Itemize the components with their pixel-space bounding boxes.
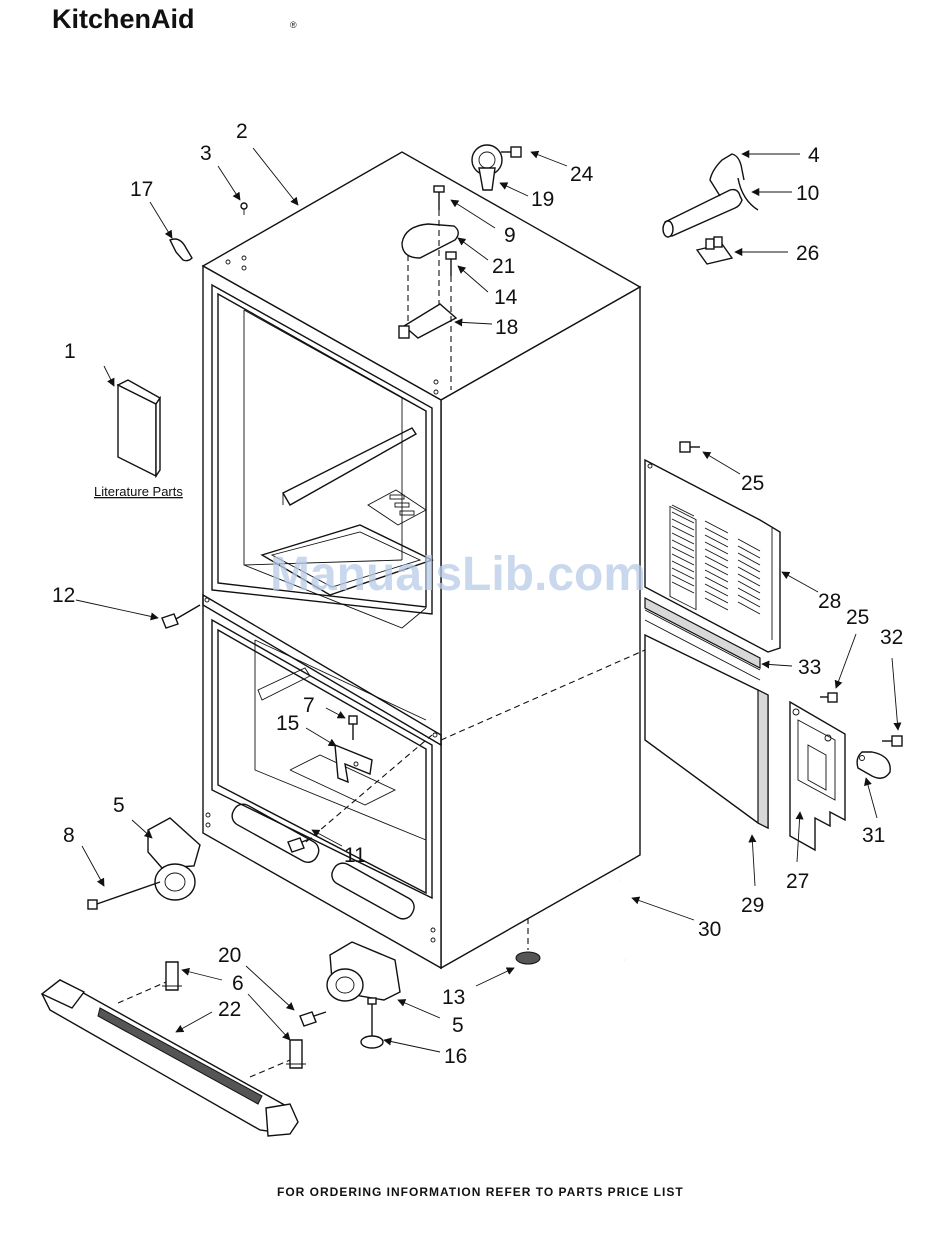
clip-26 [697, 237, 732, 264]
screw-25-bottom [820, 693, 837, 702]
callout-30: 30 [698, 918, 721, 941]
callout-24: 24 [570, 163, 594, 186]
literature-booklet [118, 380, 160, 476]
watermark: ManualsLib.com [270, 548, 646, 601]
callout-22: 22 [218, 998, 241, 1021]
literature-parts-label: Literature Parts [94, 484, 183, 499]
screw-32 [882, 736, 902, 746]
callout-31: 31 [862, 824, 885, 847]
callout-5-right: 5 [452, 1014, 464, 1037]
brand-logo: KitchenAid ® [52, 4, 297, 34]
clamp-31 [857, 752, 890, 778]
callout-12: 12 [52, 584, 75, 607]
control-bracket-27 [790, 702, 845, 850]
ordering-info-footer: FOR ORDERING INFORMATION REFER TO PARTS … [277, 1185, 684, 1199]
grille-clip-6-left [162, 962, 182, 990]
screw-24 [501, 147, 521, 157]
callout-11: 11 [344, 844, 366, 867]
insulation-panel-29 [645, 635, 768, 828]
callout-25-bottom: 25 [846, 606, 869, 629]
callout-28: 28 [818, 590, 841, 613]
front-roller-left-5 [148, 818, 200, 900]
callout-8: 8 [63, 824, 75, 847]
callout-14: 14 [494, 286, 518, 309]
callout-32: 32 [880, 626, 903, 649]
callout-19: 19 [531, 188, 554, 211]
callout-5-left: 5 [113, 794, 125, 817]
screw-20 [300, 1012, 326, 1026]
callout-9: 9 [504, 224, 516, 247]
callout-18: 18 [495, 316, 518, 339]
callout-29: 29 [741, 894, 764, 917]
heater-tube-10 [663, 190, 742, 237]
screw-12 [162, 605, 200, 628]
screw-25-top [680, 442, 700, 452]
callout-17: 17 [130, 178, 153, 201]
brand-registered-mark: ® [290, 20, 297, 30]
callout-21: 21 [492, 255, 515, 278]
screw-3 [241, 203, 247, 215]
door-closer-19 [472, 145, 502, 190]
foot-pad-13 [516, 952, 540, 964]
callout-3: 3 [200, 142, 212, 165]
callout-16: 16 [444, 1045, 467, 1068]
callout-26: 26 [796, 242, 819, 265]
callout-33: 33 [798, 656, 821, 679]
front-roller-right-5 [327, 942, 400, 1001]
callout-15: 15 [276, 712, 299, 735]
leveling-screw-8 [88, 882, 160, 909]
brand-name: KitchenAid [52, 4, 195, 34]
callout-1: 1 [64, 340, 76, 363]
seal-17 [170, 239, 192, 261]
callout-7: 7 [303, 694, 315, 717]
callout-27: 27 [786, 870, 809, 893]
callout-2: 2 [236, 120, 248, 143]
callout-25-top: 25 [741, 472, 764, 495]
callout-20: 20 [218, 944, 241, 967]
callout-6: 6 [232, 972, 244, 995]
grille-clip-6-right [286, 1040, 306, 1068]
base-grille-22 [42, 980, 298, 1136]
callout-10: 10 [796, 182, 819, 205]
callout-4: 4 [808, 144, 820, 167]
leveling-leg-16 [361, 998, 383, 1048]
drain-tube-30 [604, 880, 625, 960]
callout-13: 13 [442, 986, 465, 1009]
